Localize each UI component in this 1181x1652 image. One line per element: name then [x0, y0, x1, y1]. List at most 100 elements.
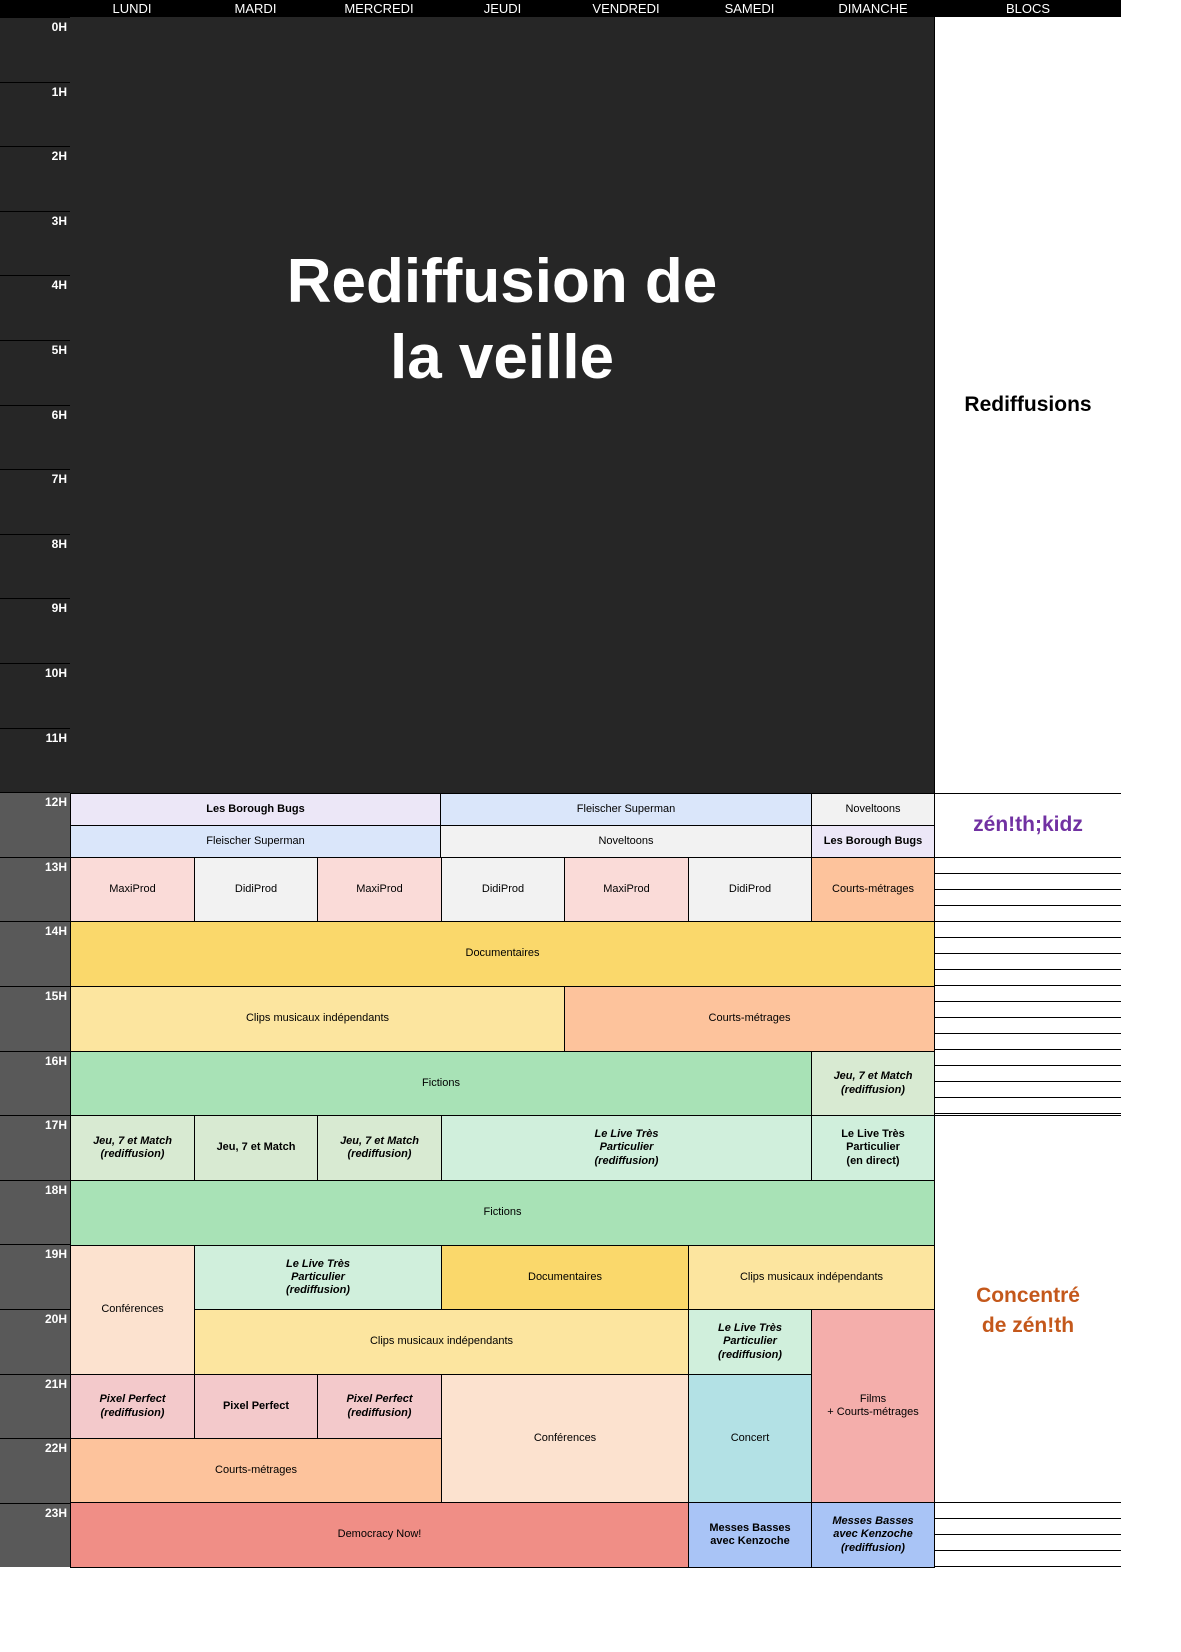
hour-label: 9H: [51, 601, 67, 615]
hour-row: 4H: [0, 275, 70, 340]
bloc-row-line: [935, 937, 1121, 938]
hour-label: 15H: [44, 989, 67, 1003]
hour-row: 13H: [0, 857, 70, 921]
bloc-row-line: [935, 969, 1121, 970]
program-cell-fictions[interactable]: Fictions: [70, 1051, 812, 1116]
program-cell-pixel[interactable]: Pixel Perfect: [194, 1374, 318, 1439]
bloc-separator: [935, 857, 1121, 858]
hour-label: 16H: [44, 1054, 67, 1068]
bloc-row-line: [935, 1001, 1121, 1002]
program-cell-pixel-rediffusion[interactable]: Pixel Perfect (rediffusion): [317, 1374, 442, 1439]
bloc-row-line: [935, 985, 1121, 986]
bloc-row-line: [935, 1097, 1121, 1098]
hour-row: 2H: [0, 146, 70, 211]
program-cell-didiprod[interactable]: DidiProd: [194, 857, 318, 922]
program-cell-jeu-rediffusion[interactable]: Jeu, 7 et Match (rediffusion): [811, 1051, 935, 1116]
hour-label: 0H: [51, 20, 67, 34]
header-blocs: BLOCS: [935, 0, 1121, 17]
header-day-jeudi: JEUDI: [441, 0, 564, 17]
hour-label: 2H: [51, 149, 67, 163]
hour-row: 11H: [0, 728, 70, 792]
header-day-lundi: LUNDI: [70, 0, 194, 17]
hour-row: 0H: [0, 17, 70, 82]
hour-row: 18H: [0, 1180, 70, 1244]
hour-label: 7H: [51, 472, 67, 486]
program-cell-jeu-rediffusion[interactable]: Jeu, 7 et Match (rediffusion): [70, 1115, 195, 1181]
hour-row: 9H: [0, 598, 70, 663]
hour-label: 10H: [44, 666, 67, 680]
bloc-row-line: [935, 1033, 1121, 1034]
bloc-row-line: [935, 1566, 1121, 1567]
hour-label: 20H: [44, 1312, 67, 1326]
program-cell-maxiprod[interactable]: MaxiProd: [317, 857, 442, 922]
hour-row: 5H: [0, 340, 70, 405]
program-cell-jeu-rediffusion[interactable]: Jeu, 7 et Match (rediffusion): [317, 1115, 442, 1181]
program-cell-noveltoons[interactable]: Noveltoons: [811, 793, 935, 826]
program-cell-fleischer[interactable]: Fleischer Superman: [440, 793, 812, 826]
bloc-row-line: [935, 1550, 1121, 1551]
bloc-row-line: [935, 905, 1121, 906]
hour-label: 13H: [44, 860, 67, 874]
header-day-dimanche: DIMANCHE: [811, 0, 935, 17]
hour-label: 18H: [44, 1183, 67, 1197]
hour-label: 14H: [44, 924, 67, 938]
program-cell-courts-metrages[interactable]: Courts-métrages: [70, 1438, 442, 1503]
bloc-row-line: [935, 889, 1121, 890]
hour-label: 1H: [51, 85, 67, 99]
program-cell-documentaires[interactable]: Documentaires: [441, 1245, 689, 1310]
program-cell-clips[interactable]: Clips musicaux indépendants: [194, 1309, 689, 1375]
blocs-column: [935, 17, 1121, 1568]
bloc-row-line: [935, 953, 1121, 954]
program-cell-jeu[interactable]: Jeu, 7 et Match: [194, 1115, 318, 1181]
hour-label: 22H: [44, 1441, 67, 1455]
hour-label: 17H: [44, 1118, 67, 1132]
program-cell-films[interactable]: Films + Courts-métrages: [811, 1309, 935, 1503]
program-cell-courts-metrages[interactable]: Courts-métrages: [811, 857, 935, 922]
hour-label: 3H: [51, 214, 67, 228]
blocs-divider: [934, 17, 935, 1568]
program-cell-concert[interactable]: Concert: [688, 1374, 812, 1503]
header-day-samedi: SAMEDI: [688, 0, 811, 17]
hour-row: 7H: [0, 469, 70, 534]
program-cell-borough-bugs[interactable]: Les Borough Bugs: [70, 793, 441, 826]
program-cell-courts-metrages[interactable]: Courts-métrages: [564, 986, 935, 1052]
schedule-page: LUNDI MARDI MERCREDI JEUDI VENDREDI SAME…: [0, 0, 1121, 1568]
program-cell-didiprod[interactable]: DidiProd: [688, 857, 812, 922]
header-day-mercredi: MERCREDI: [317, 0, 441, 17]
program-cell-borough-bugs[interactable]: Les Borough Bugs: [811, 825, 935, 858]
hour-label: 11H: [45, 731, 67, 745]
hour-label: 12H: [44, 795, 67, 809]
hour-row: 20H: [0, 1309, 70, 1374]
program-cell-democracy-now[interactable]: Democracy Now!: [70, 1502, 689, 1568]
program-cell-conferences[interactable]: Conférences: [441, 1374, 689, 1503]
bloc-row-line: [935, 1518, 1121, 1519]
program-cell-didiprod[interactable]: DidiProd: [441, 857, 565, 922]
program-cell-messes-basses-rediffusion[interactable]: Messes Basses avec Kenzoche (rediffusion…: [811, 1502, 935, 1568]
program-cell-documentaires[interactable]: Documentaires: [70, 921, 935, 987]
hour-label: 6H: [51, 408, 67, 422]
program-cell-clips[interactable]: Clips musicaux indépendants: [688, 1245, 935, 1310]
bloc-row-line: [935, 1065, 1121, 1066]
hour-label: 19H: [44, 1247, 67, 1261]
program-cell-maxiprod[interactable]: MaxiProd: [70, 857, 195, 922]
hour-label: 5H: [51, 343, 67, 357]
bloc-separator: [935, 1502, 1121, 1503]
program-cell-pixel-rediffusion[interactable]: Pixel Perfect (rediffusion): [70, 1374, 195, 1439]
program-cell-maxiprod[interactable]: MaxiProd: [564, 857, 689, 922]
program-cell-live-direct[interactable]: Le Live Très Particulier (en direct): [811, 1115, 935, 1181]
program-cell-live-rediffusion[interactable]: Le Live Très Particulier (rediffusion): [441, 1115, 812, 1181]
program-cell-clips[interactable]: Clips musicaux indépendants: [70, 986, 565, 1052]
program-cell-messes-basses[interactable]: Messes Basses avec Kenzoche: [688, 1502, 812, 1568]
program-cell-live-rediffusion[interactable]: Le Live Très Particulier (rediffusion): [688, 1309, 812, 1375]
program-cell-conferences[interactable]: Conférences: [70, 1245, 195, 1375]
hour-label: 8H: [51, 537, 67, 551]
bloc-row-line: [935, 1081, 1121, 1082]
program-cell-live-rediffusion[interactable]: Le Live Très Particulier (rediffusion): [194, 1245, 442, 1310]
bloc-row-line: [935, 1534, 1121, 1535]
bloc-row-line: [935, 873, 1121, 874]
program-cell-noveltoons[interactable]: Noveltoons: [440, 825, 812, 858]
program-cell-fictions[interactable]: Fictions: [70, 1180, 935, 1246]
bloc-label-rediffusions: Rediffusions: [964, 393, 1092, 416]
program-cell-fleischer[interactable]: Fleischer Superman: [70, 825, 441, 858]
hour-row: 6H: [0, 405, 70, 469]
